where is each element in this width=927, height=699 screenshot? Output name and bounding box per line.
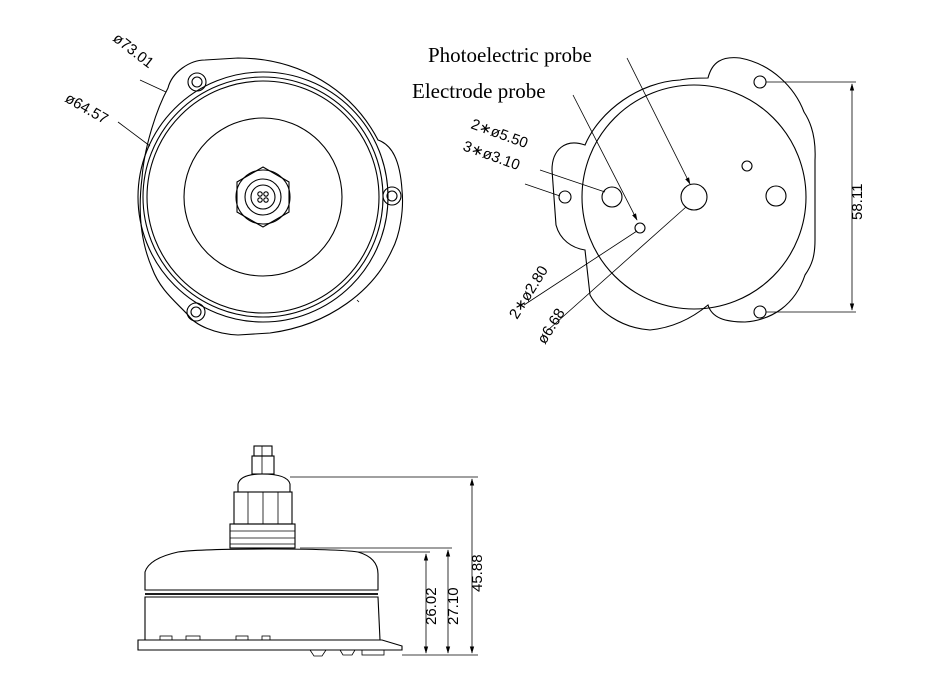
pin [257,191,263,197]
leader-d280 [523,230,638,306]
leader-d550 [539,169,606,193]
bottom-view-outline [551,57,816,331]
nut-circle [235,169,291,225]
top-view-ring-1 [142,76,384,318]
leader-electrode [572,94,638,221]
pin [263,197,269,203]
hole-3-10 [753,305,767,319]
dim-2602: 26.02 [423,587,440,625]
dome-body [144,548,379,591]
bottom-view: Photoelectric probe Electrode probe 2∗ø5… [412,43,866,347]
mount-hole-lug [186,302,206,322]
connector-body [251,455,275,475]
label-photoelectric-probe: Photoelectric probe [428,43,592,67]
top-view-ring-2 [146,80,380,314]
top-view-inner-dome [183,117,343,277]
dim-d280: 2∗ø2.80 [506,263,552,322]
mount-hole [190,306,202,318]
dim-2710: 27.10 [445,587,462,625]
pin [263,191,269,197]
leader-d668 [547,206,687,331]
hole-5-50 [765,185,787,207]
dim-4588: 45.88 [469,554,486,592]
lower-body [144,596,381,641]
dim-d668: ø6.68 [534,306,569,348]
threaded-base [229,523,296,549]
mount-hole [191,76,203,88]
connector-cap [237,473,291,492]
hex-nut [236,166,290,228]
bottom-view-face [581,84,807,310]
mount-hole-lug [187,72,207,92]
pin [257,197,263,203]
hole-5-50 [601,186,623,208]
connector-tip [253,445,273,457]
connector-outer [244,178,282,216]
leader-photoelectric [626,57,691,185]
connector-inner [250,184,276,210]
hole-2-80 [741,160,753,172]
mount-hole [386,190,398,202]
hole-3-10 [558,190,572,204]
leader-d310 [524,183,561,197]
side-view: 45.88 27.10 26.02 [137,445,486,657]
leader-d73 [139,79,167,93]
base-flange [137,639,403,651]
top-view-ring-outer [137,71,389,323]
photoelectric-probe-hole [680,183,708,211]
dim-d64: ø64.57 [62,90,111,128]
hole-3-10 [753,75,767,89]
dim-5811: 58.11 [849,184,866,220]
electrode-probe-hole [634,222,646,234]
leader-d64 [117,121,151,147]
label-electrode-probe: Electrode probe [412,79,546,103]
dim-d73: ø73.01 [110,30,157,72]
top-view: ø73.01 ø64.57 [62,30,404,336]
mount-hole-lug [382,186,402,206]
top-view-flange [139,57,404,336]
